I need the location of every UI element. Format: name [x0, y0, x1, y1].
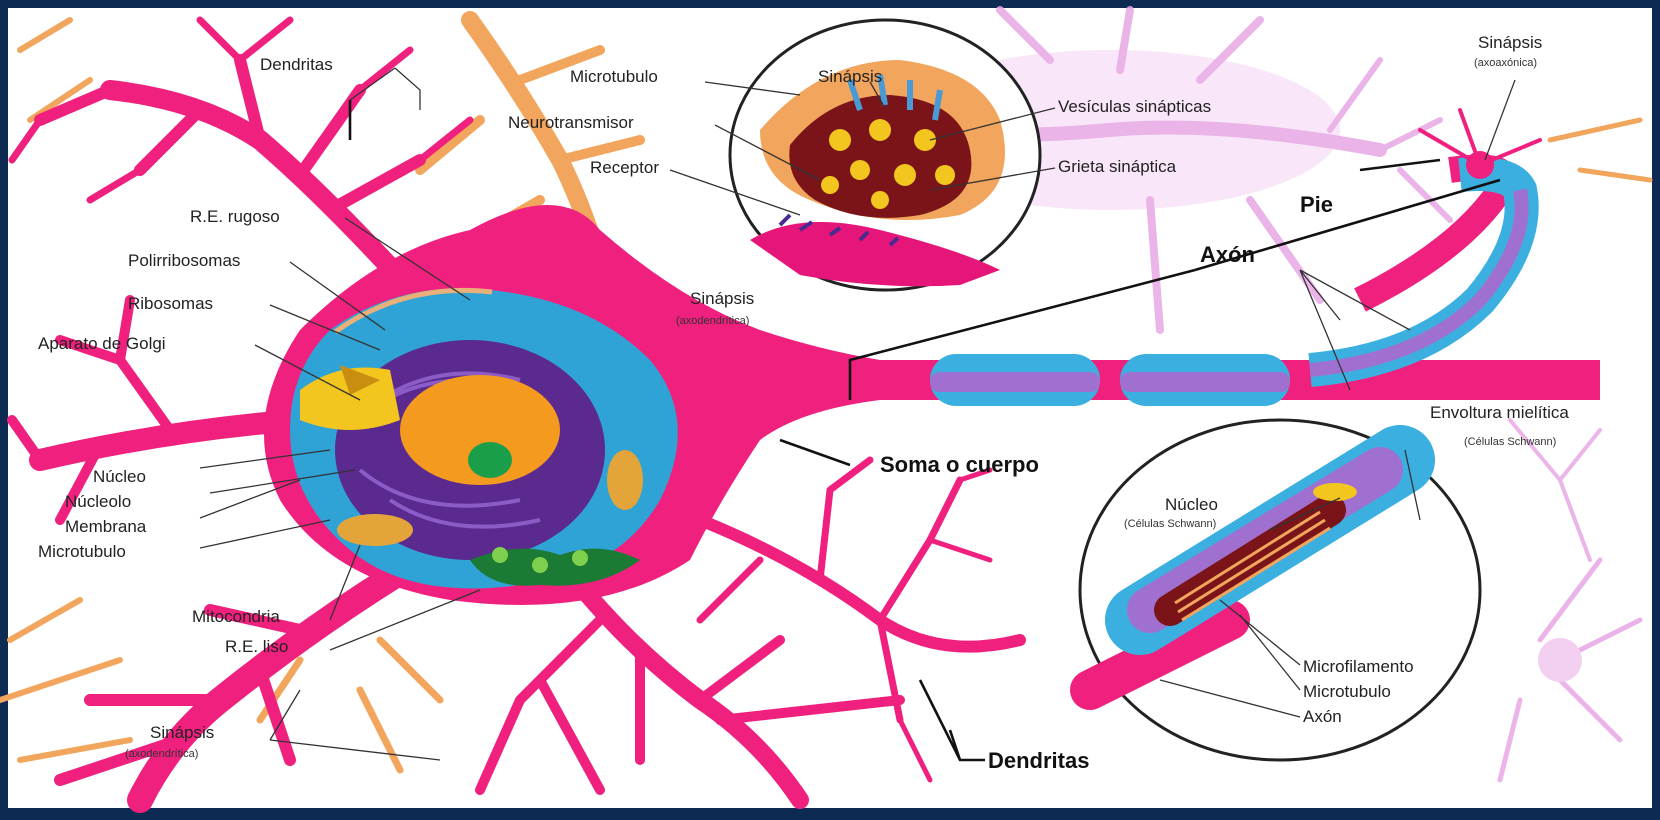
label-membrana: Membrana: [65, 517, 147, 536]
label-vesiculas: Vesículas sinápticas: [1058, 97, 1211, 116]
nucleolus: [468, 442, 512, 478]
label-re-liso: R.E. liso: [225, 637, 288, 656]
label-axon: Axón: [1200, 242, 1255, 267]
label-polirribosomas: Polirribosomas: [128, 251, 240, 270]
label-sinapsis-axoaxonica: Sinápsis: [1478, 33, 1542, 52]
label-microtubulo-inset: Microtubulo: [1303, 682, 1391, 701]
label-dendritas-bottom: Dendritas: [988, 748, 1089, 773]
label-sinapsis-mid-sub: (axodendrítica): [676, 315, 749, 327]
label-sinapsis-mid: Sinápsis: [690, 289, 754, 308]
label-axon-inset: Axón: [1303, 707, 1342, 726]
label-sinapsis-bottom: Sinápsis: [150, 723, 214, 742]
label-envoltura-sub: (Células Schwann): [1464, 436, 1556, 448]
mitochondria: [337, 514, 413, 546]
label-nucleo-schwann: Núcleo: [1165, 495, 1218, 514]
synapse-inset: [730, 20, 1040, 290]
label-sinapsis-inset: Sinápsis: [818, 67, 882, 86]
label-sinapsis-bottom-sub: (axodendrítica): [125, 748, 198, 760]
label-microfilamento: Microfilamento: [1303, 657, 1414, 676]
label-pie: Pie: [1300, 192, 1333, 217]
label-nucleo-schwann-sub: (Células Schwann): [1124, 518, 1216, 530]
label-ribosomas: Ribosomas: [128, 294, 213, 313]
label-envoltura: Envoltura mielítica: [1430, 403, 1569, 422]
label-grieta: Grieta sináptica: [1058, 157, 1177, 176]
label-dendritas-top: Dendritas: [260, 55, 333, 74]
label-golgi: Aparato de Golgi: [38, 334, 166, 353]
label-mitocondria: Mitocondria: [192, 607, 280, 626]
myelin-inset: [1080, 420, 1480, 760]
label-sinapsis-axoaxonica-sub: (axoaxónica): [1474, 57, 1537, 69]
label-re-rugoso: R.E. rugoso: [190, 207, 280, 226]
label-neurotransmisor: Neurotransmisor: [508, 113, 634, 132]
label-microtubulo-left: Microtubulo: [38, 542, 126, 561]
label-nucleolo: Núcleolo: [65, 492, 131, 511]
label-soma: Soma o cuerpo: [880, 452, 1039, 477]
label-receptor: Receptor: [590, 158, 659, 177]
label-nucleo: Núcleo: [93, 467, 146, 486]
label-microtubulo-top: Microtubulo: [570, 67, 658, 86]
